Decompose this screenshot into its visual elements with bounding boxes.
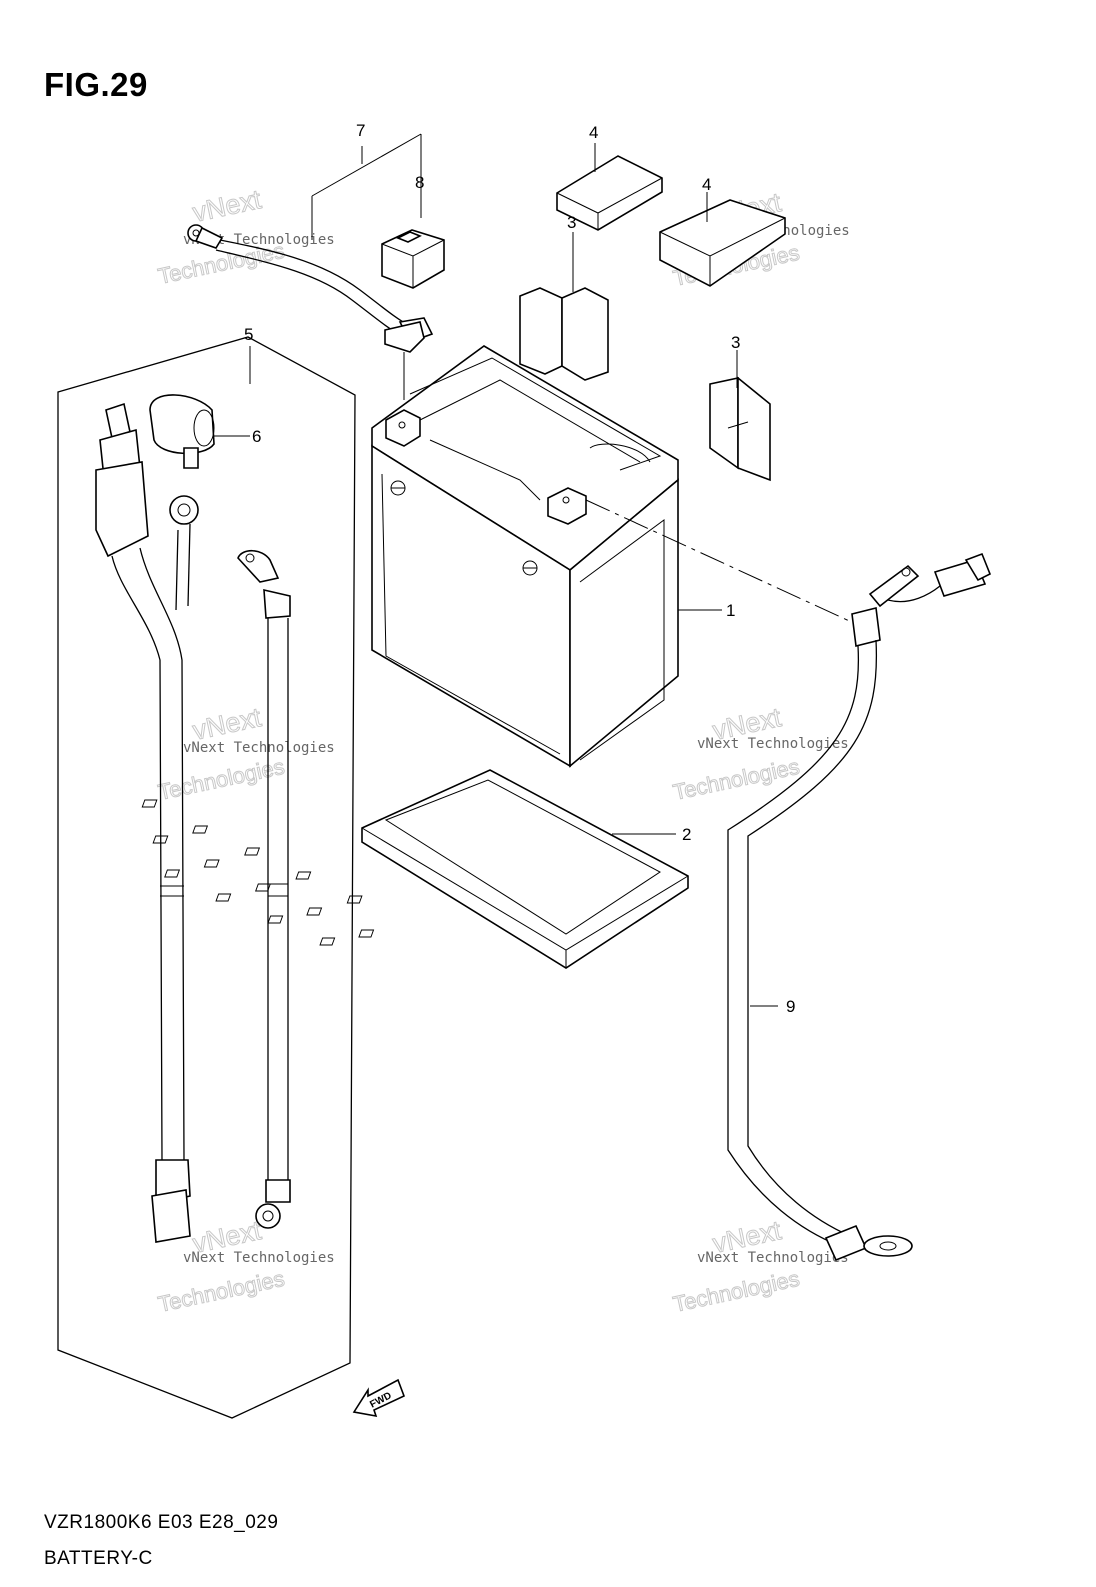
svg-text:vNext Technologies: vNext Technologies (697, 736, 849, 752)
part-5-harness (95, 402, 199, 1243)
kit-5-outline (57, 336, 356, 1419)
svg-text:vNext: vNext (190, 184, 264, 228)
svg-text:vNext Technologies: vNext Technologies (697, 1250, 849, 1266)
callout-6: 6 (252, 427, 261, 446)
diagram-name: BATTERY-C (44, 1548, 153, 1569)
part-7-battery-lead (187, 224, 434, 400)
part-4-pad-upper (556, 143, 663, 231)
callout-3-lower: 3 (731, 333, 740, 352)
diagram-code: VZR1800K6 E03 E28_029 (44, 1512, 279, 1533)
svg-text:Technologies: Technologies (671, 754, 802, 805)
part-3-bracket-upper (519, 232, 609, 381)
part-4-pad-lower (659, 192, 786, 287)
svg-text:Technologies: Technologies (671, 1266, 802, 1317)
callout-labels: 1 2 3 3 4 4 5 6 7 8 9 (244, 121, 795, 1016)
part-6-terminal-cap (149, 394, 250, 469)
part-3-bracket-lower (709, 350, 771, 482)
watermark-group: vNext Technologies vNext Technologies vN… (155, 184, 849, 1318)
svg-text:Technologies: Technologies (156, 754, 287, 805)
part-8-terminal-cover (381, 229, 445, 289)
part-1-battery (371, 345, 722, 768)
svg-text:vNext Technologies: vNext Technologies (183, 1250, 335, 1266)
callout-7: 7 (356, 121, 365, 140)
svg-text:vNext Technologies: vNext Technologies (183, 232, 335, 248)
callout-4-lower: 4 (702, 175, 711, 194)
callout-7-bracket (311, 133, 422, 240)
figure-title: FIG.29 (44, 66, 148, 103)
callout-5: 5 (244, 325, 253, 344)
callout-4-upper: 4 (589, 123, 598, 142)
part-9-battery-lead (585, 499, 992, 1262)
watermark-bottom-right: vNext Technologies vNext Technologies (670, 1215, 849, 1318)
part-2-battery-tray (141, 769, 689, 969)
callout-1: 1 (726, 601, 735, 620)
watermark-mid-right: vNext Technologies vNext Technologies (670, 702, 849, 806)
part-5-ground-lead (237, 549, 291, 1229)
callout-9: 9 (786, 997, 795, 1016)
svg-text:vNext Technologies: vNext Technologies (183, 740, 335, 756)
callout-3-upper: 3 (567, 213, 576, 232)
svg-text:Technologies: Technologies (156, 1266, 287, 1317)
fwd-arrow-icon: FWD (352, 1378, 406, 1418)
callout-2: 2 (682, 825, 691, 844)
watermark-top-left: vNext Technologies vNext Technologies (155, 184, 335, 290)
callout-8: 8 (415, 173, 424, 192)
